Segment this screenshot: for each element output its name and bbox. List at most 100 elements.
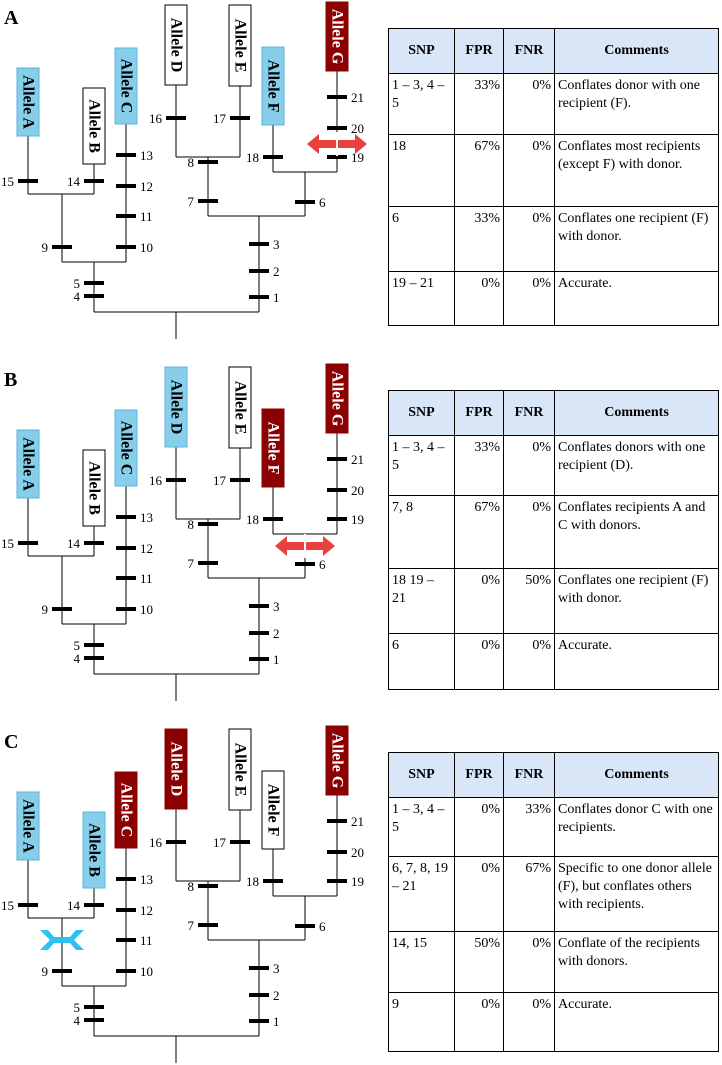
cell-fnr: 0%: [503, 206, 555, 272]
snp-label: 13: [140, 510, 153, 525]
allele-label: Allele G: [329, 371, 346, 427]
cell-fpr: 33%: [454, 73, 504, 135]
snp-tick: [84, 1018, 104, 1022]
snp-label: 15: [1, 898, 14, 913]
column-header: SNP: [388, 28, 455, 74]
column-header: SNP: [388, 390, 455, 436]
snp-tick: [198, 199, 218, 203]
snp-tick: [249, 604, 269, 608]
cell-fnr: 0%: [503, 931, 555, 993]
cell-comment: Conflates donor with one recipient (F).: [554, 73, 719, 135]
snp-label: 6: [319, 557, 326, 572]
allele-label: Allele C: [118, 59, 135, 114]
allele-label: Allele D: [168, 18, 185, 73]
allele-box: [325, 725, 349, 796]
cell-fnr: 0%: [503, 271, 555, 326]
snp-tick: [249, 966, 269, 970]
snp-label: 10: [140, 240, 153, 255]
column-header: FPR: [454, 28, 504, 74]
snp-tick: [84, 541, 104, 545]
snp-tick: [230, 478, 250, 482]
snp-label: 20: [351, 483, 364, 498]
snp-tick: [263, 155, 283, 159]
column-header: FPR: [454, 390, 504, 436]
allele-box: [228, 4, 252, 87]
cell-comment: Conflates one recipient (F) with donor.: [554, 568, 719, 634]
snp-label: 20: [351, 121, 364, 136]
snp-tick: [166, 478, 186, 482]
snp-tick: [116, 607, 136, 611]
snp-label: 9: [42, 602, 49, 617]
allele-label: Allele F: [265, 784, 282, 837]
snp-tick: [198, 160, 218, 164]
allele-label: Allele B: [86, 99, 103, 153]
allele-box: [82, 449, 106, 527]
snp-label: 16: [149, 111, 163, 126]
allele-box: [16, 791, 40, 861]
snp-tick: [230, 840, 250, 844]
allele-box: [114, 47, 138, 125]
snp-label: 1: [273, 290, 280, 305]
snp-tick: [116, 184, 136, 188]
cell-fnr: 0%: [503, 495, 555, 569]
allele-box: [16, 67, 40, 137]
snp-label: 13: [140, 872, 153, 887]
snp-tick: [116, 214, 136, 218]
snp-label: 11: [140, 933, 153, 948]
snp-tick: [249, 657, 269, 661]
cell-fnr: 0%: [503, 73, 555, 135]
snp-label: 8: [188, 879, 195, 894]
cell-snp: 6: [388, 633, 455, 690]
cell-comment: Conflates donor C with one recipients.: [554, 797, 719, 857]
snp-tick: [116, 576, 136, 580]
cell-fnr: 0%: [503, 134, 555, 207]
snp-label: 8: [188, 517, 195, 532]
allele-label: Allele G: [329, 9, 346, 65]
snp-tick: [263, 879, 283, 883]
snp-tick: [327, 488, 347, 492]
snp-tick: [18, 541, 38, 545]
snp-tick: [327, 819, 347, 823]
snp-label: 18: [246, 150, 259, 165]
snp-tick: [52, 245, 72, 249]
snp-tick: [84, 903, 104, 907]
allele-label: Allele A: [20, 799, 37, 853]
snp-label: 9: [42, 240, 49, 255]
snp-tick: [198, 923, 218, 927]
allele-label: Allele B: [86, 461, 103, 515]
snp-label: 21: [351, 452, 364, 467]
allele-box: [82, 811, 106, 889]
cell-fnr: 0%: [503, 633, 555, 690]
snp-label: 18: [246, 512, 259, 527]
snp-label: 14: [67, 898, 81, 913]
snp-tick: [116, 546, 136, 550]
snp-label: 1: [273, 652, 280, 667]
allele-box: [82, 87, 106, 165]
snp-label: 11: [140, 209, 153, 224]
allele-label: Allele D: [168, 742, 185, 797]
snp-label: 17: [213, 111, 227, 126]
snp-label: 12: [140, 541, 153, 556]
allele-box: [228, 366, 252, 449]
column-header: SNP: [388, 752, 455, 798]
snp-tick: [116, 969, 136, 973]
cell-fpr: 67%: [454, 495, 504, 569]
allele-box: [261, 770, 285, 850]
snp-label: 12: [140, 179, 153, 194]
snp-label: 7: [188, 556, 195, 571]
cell-snp: 6: [388, 206, 455, 272]
snp-tick: [84, 643, 104, 647]
snp-tick: [84, 294, 104, 298]
snp-tick: [327, 155, 347, 159]
allele-label: Allele A: [20, 75, 37, 129]
snp-tick: [166, 840, 186, 844]
snp-label: 5: [74, 276, 81, 291]
snp-tick: [295, 562, 315, 566]
allele-label: Allele E: [232, 381, 249, 435]
cell-snp: 7, 8: [388, 495, 455, 569]
snp-tick: [84, 179, 104, 183]
